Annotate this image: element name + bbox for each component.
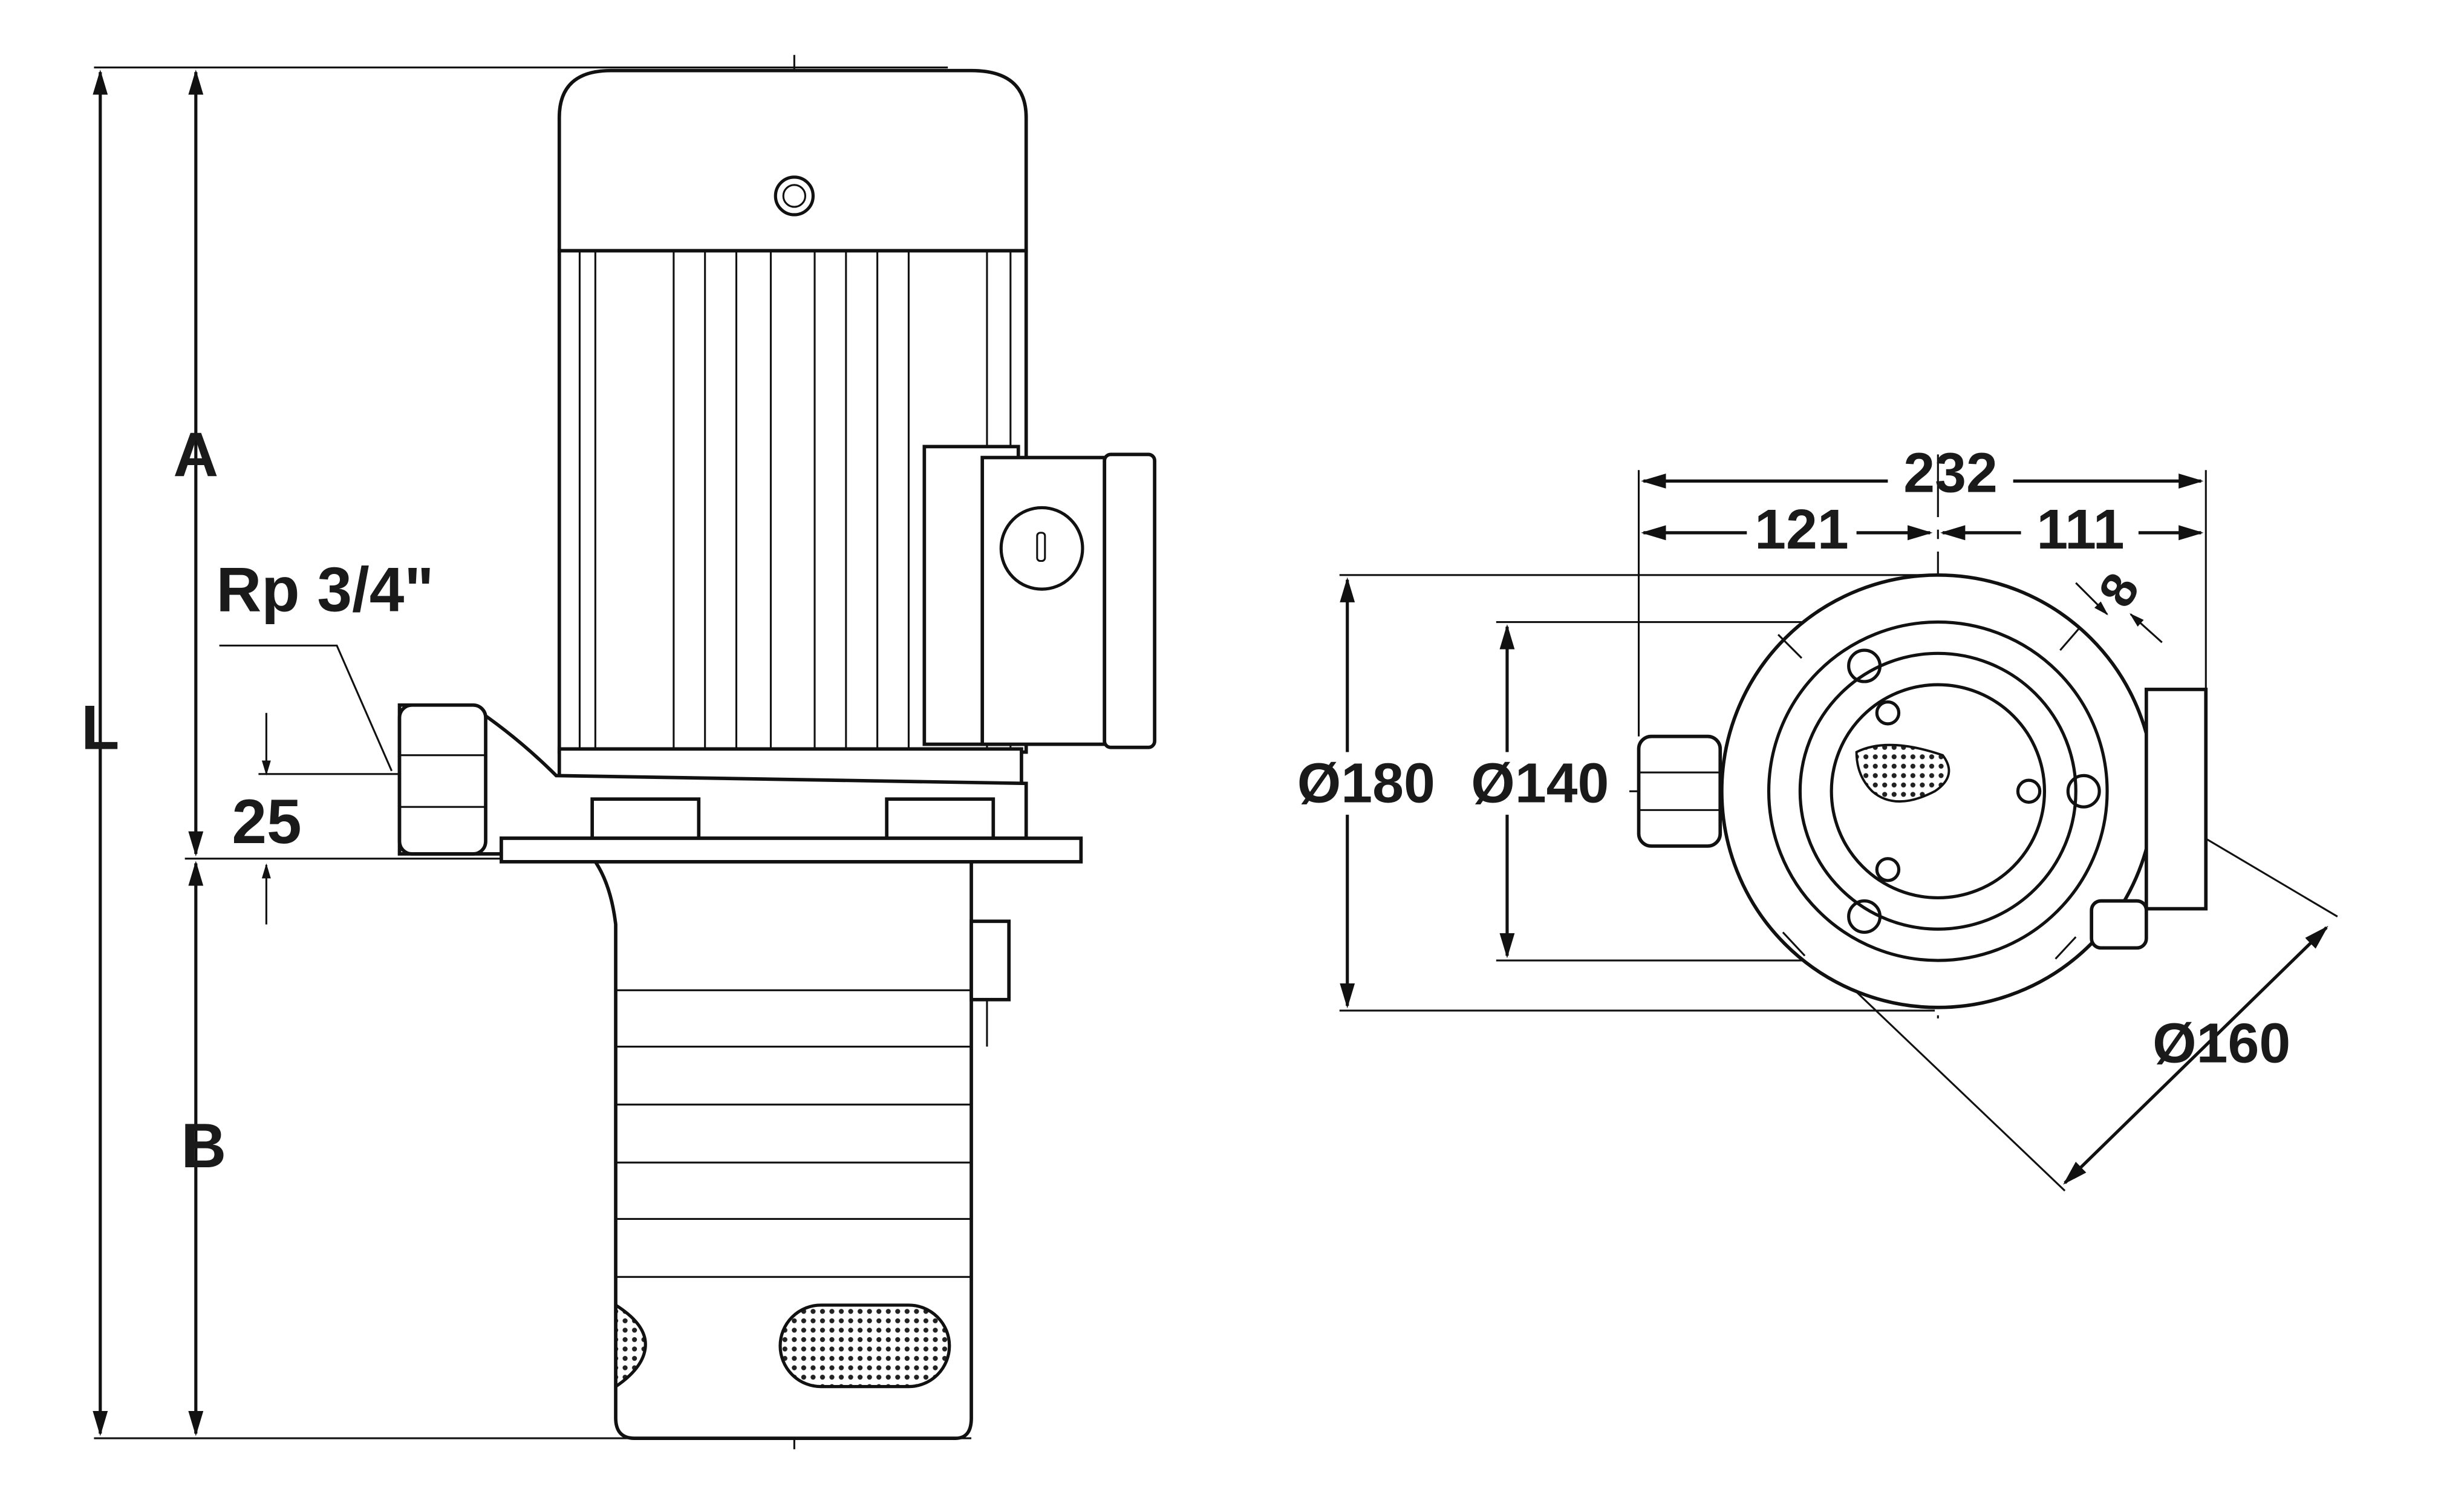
- side-view: A L B Rp 3/4" 25: [81, 54, 1156, 1450]
- label-dia-180: Ø180: [1297, 751, 1435, 814]
- label-connection-thread: Rp 3/4": [216, 554, 434, 624]
- label-dim-A: A: [173, 420, 218, 490]
- label-dim-L: L: [81, 692, 119, 762]
- label-dim-25: 25: [232, 786, 301, 856]
- label-dim-8: 8: [2088, 564, 2151, 616]
- label-dim-232: 232: [1903, 442, 1998, 504]
- label-dia-140: Ø140: [1471, 751, 1609, 814]
- label-dim-121: 121: [1755, 498, 1849, 561]
- label-dim-111: 111: [2036, 498, 2124, 561]
- label-dim-B: B: [181, 1110, 226, 1181]
- label-dia-160: Ø160: [2152, 1011, 2290, 1074]
- top-view: 232 121 111 8 Ø180 Ø140 Ø160: [1297, 442, 2338, 1191]
